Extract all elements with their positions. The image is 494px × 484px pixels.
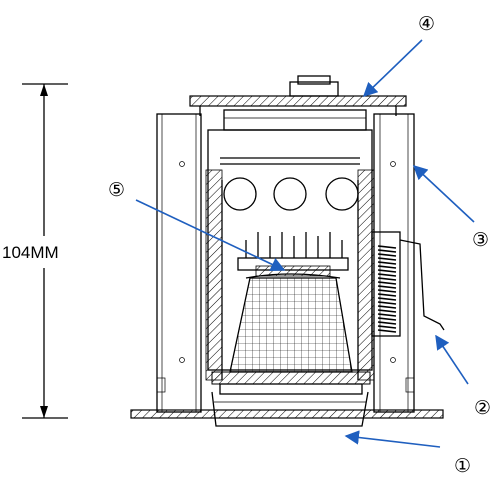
callout-arrow-1 <box>344 430 441 448</box>
spring-clip <box>371 231 445 337</box>
base-plate <box>130 409 444 419</box>
callout-arrow-2 <box>435 334 469 385</box>
callout-2: ② <box>474 397 491 419</box>
reflector-lens <box>229 273 353 373</box>
trim-ring <box>211 371 371 427</box>
inner-housing <box>205 129 375 381</box>
callout-5: ⑤ <box>108 179 125 201</box>
top-plate <box>189 75 407 131</box>
callout-arrow-3 <box>412 165 475 223</box>
callout-arrow-4 <box>362 39 423 98</box>
heat-sink <box>237 232 349 277</box>
callout-4: ④ <box>418 13 435 35</box>
callout-3: ③ <box>472 229 489 251</box>
callout-arrows <box>135 39 475 448</box>
left-bracket <box>156 113 202 413</box>
callout-arrow-5 <box>135 199 286 271</box>
height-dimension: 104MM <box>2 83 68 419</box>
dimension-label: 104MM <box>2 243 59 262</box>
callout-1: ① <box>454 455 471 477</box>
